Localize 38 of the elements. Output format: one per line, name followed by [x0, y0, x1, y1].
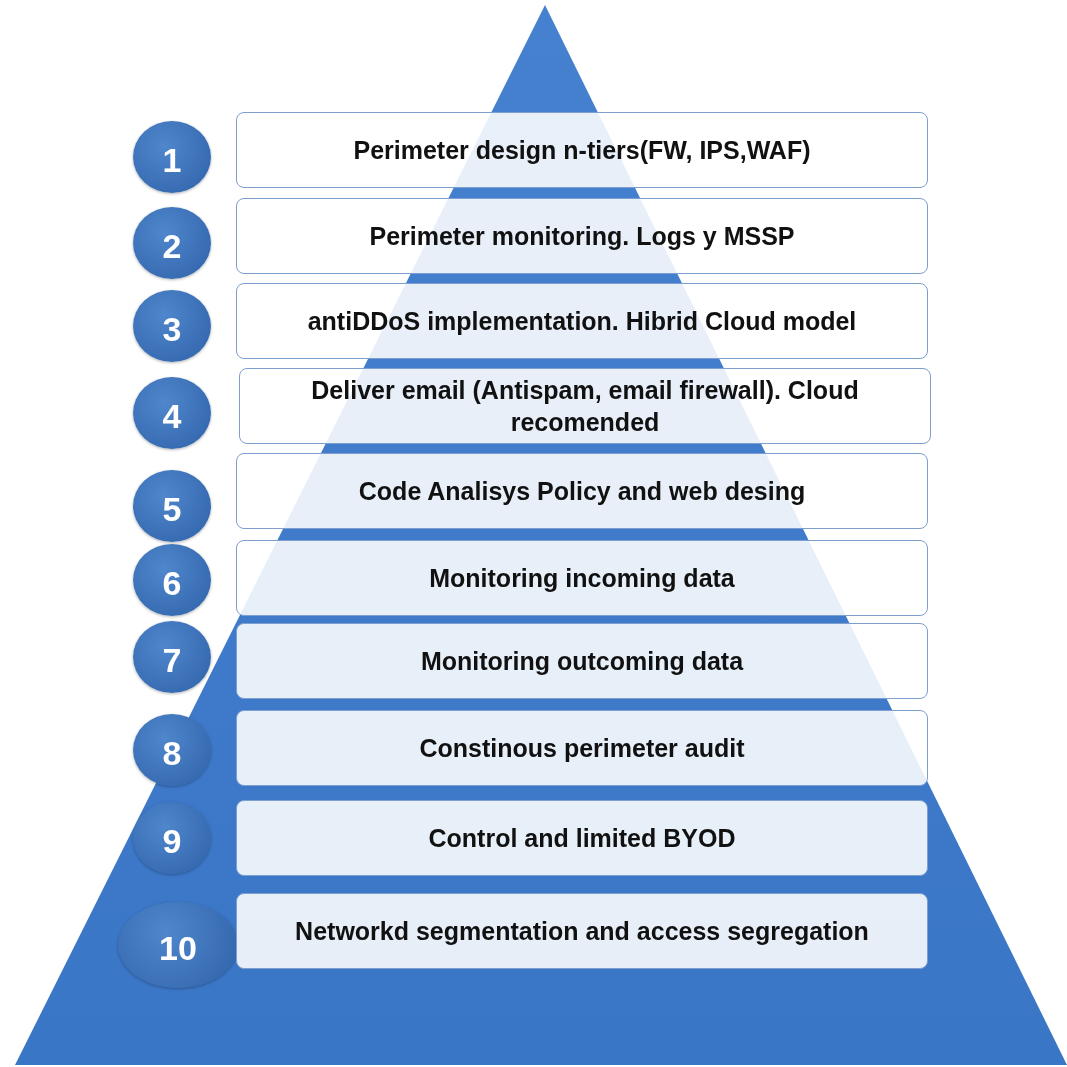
- step-number: 7: [162, 640, 182, 680]
- step-box: [236, 800, 928, 876]
- number-circle: [133, 544, 211, 616]
- step-number: 4: [162, 396, 182, 436]
- step-text: Constinous perimeter audit: [418, 732, 746, 764]
- step-number: 3: [162, 309, 182, 349]
- step-box: [236, 623, 928, 699]
- number-circle: [133, 714, 211, 786]
- step-text: Perimeter design n-tiers(FW, IPS,WAF): [352, 134, 812, 166]
- step-box: [239, 368, 931, 444]
- step-box: [236, 453, 928, 529]
- step-number: 5: [162, 489, 182, 529]
- step-box: [236, 540, 928, 616]
- step-text: Networkd segmentation and access segregation: [294, 915, 870, 947]
- step-number: 10: [159, 928, 197, 968]
- step-box: [236, 198, 928, 274]
- step-text: Monitoring incoming data: [428, 562, 736, 594]
- step-number: 6: [162, 563, 182, 603]
- step-number: 2: [162, 226, 182, 266]
- number-circle: [133, 621, 211, 693]
- number-circle: [133, 207, 211, 279]
- step-box: [236, 710, 928, 786]
- step-number: 1: [162, 140, 182, 180]
- number-circle: [133, 290, 211, 362]
- step-text: Code Analisys Policy and web desing: [357, 475, 807, 507]
- step-box: [236, 112, 928, 188]
- number-circle: [133, 121, 211, 193]
- step-box: [236, 283, 928, 359]
- step-text: Perimeter monitoring. Logs y MSSP: [368, 220, 796, 252]
- number-circle: [133, 470, 211, 542]
- step-number: 8: [162, 733, 182, 773]
- step-text: Deliver email (Antispam, email firewall). Cloud recomended: [310, 374, 860, 438]
- step-text: antiDDoS implementation. Hibrid Cloud model: [306, 305, 858, 337]
- number-circle: [133, 377, 211, 449]
- step-text: Monitoring outcoming data: [419, 645, 745, 677]
- step-text: Control and limited BYOD: [427, 822, 737, 854]
- step-number: 9: [162, 821, 182, 861]
- step-box: [236, 893, 928, 969]
